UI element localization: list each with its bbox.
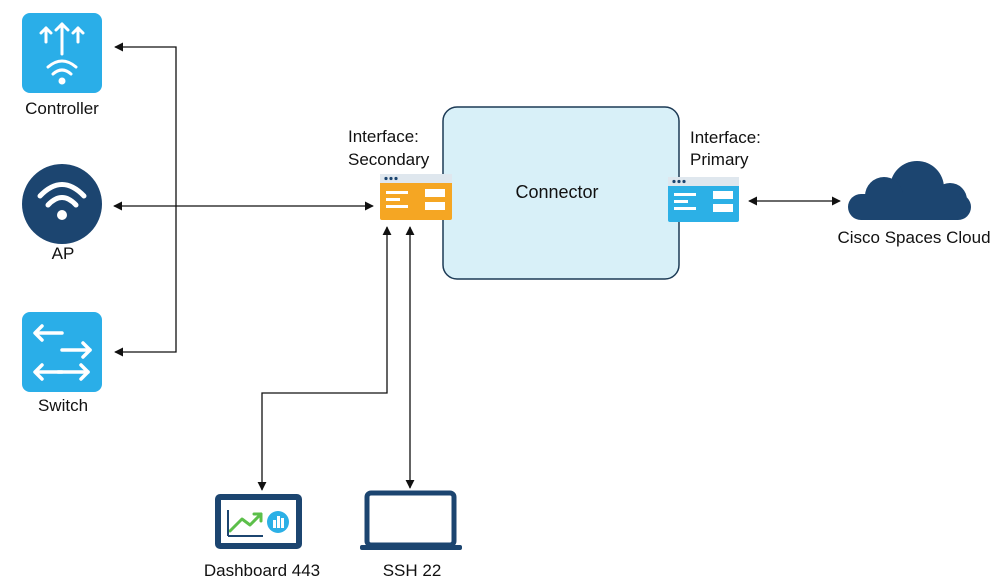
cloud-icon: [848, 161, 971, 220]
secondary-interface-label-line2: Secondary: [348, 150, 430, 169]
dashboard-link: [257, 226, 392, 491]
primary-interface-card-icon: [668, 177, 739, 222]
ap-label: AP: [51, 244, 75, 263]
wireless-controller-icon: [22, 13, 102, 93]
laptop-icon: [360, 490, 462, 550]
dashboard-monitor-icon: [215, 494, 302, 549]
primary-interface-label-line1: Interface:: [690, 128, 761, 147]
switch-link: [114, 205, 177, 357]
controller-link: [114, 42, 177, 205]
connector-label: Connector: [515, 182, 599, 202]
switch-label: Switch: [37, 396, 89, 415]
primary-interface-label-line2: Primary: [690, 150, 749, 169]
cloud-label: Cisco Spaces Cloud: [837, 228, 991, 247]
ssh-label: SSH 22: [382, 561, 442, 580]
dashboard-label: Dashboard 443: [203, 561, 321, 580]
wifi-access-point-icon: [22, 164, 102, 244]
network-switch-icon: [22, 312, 102, 392]
connection-lines: [113, 42, 841, 491]
secondary-interface-label-line1: Interface:: [348, 127, 419, 146]
controller-label: Controller: [25, 99, 99, 118]
secondary-interface-card-icon: [380, 174, 452, 220]
